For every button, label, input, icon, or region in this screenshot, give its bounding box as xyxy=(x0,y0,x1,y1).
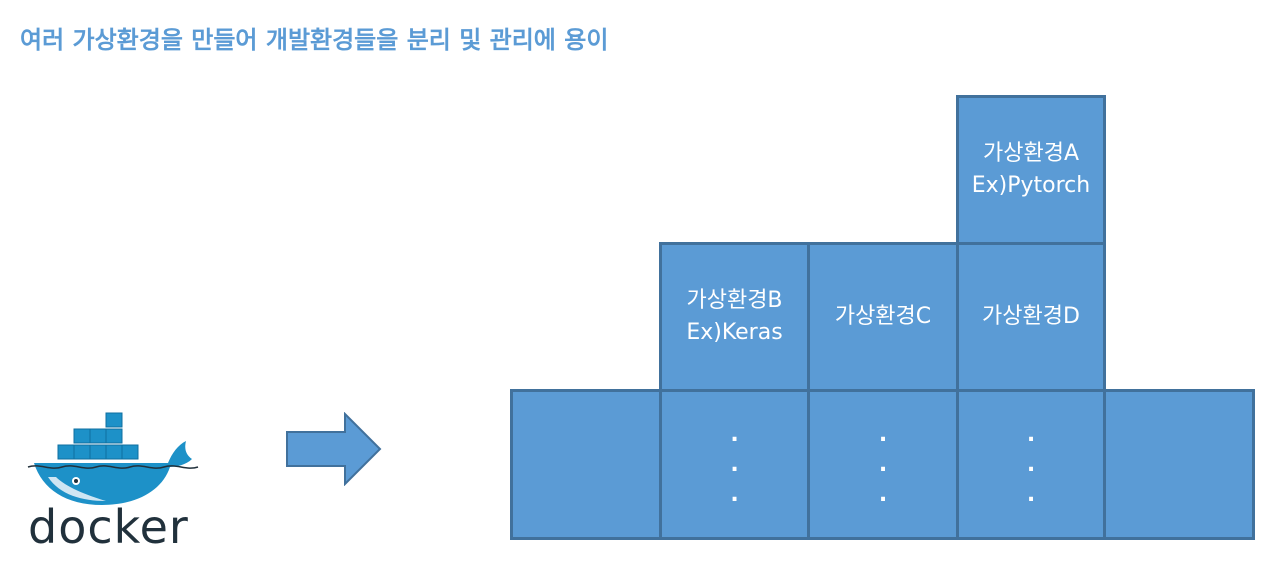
ellipsis-dot: . xyxy=(730,481,739,507)
container-c-name: 가상환경C xyxy=(834,304,932,329)
ellipsis-dot: . xyxy=(1026,421,1036,447)
docker-logo: docker xyxy=(26,405,201,555)
ellipsis-dot: . xyxy=(878,421,888,447)
container-b-name: 가상환경B xyxy=(686,288,783,313)
ellipsis-dot: . xyxy=(1026,481,1036,507)
base-cell-4: . . . xyxy=(956,389,1106,540)
container-d-name: 가상환경D xyxy=(982,304,1080,329)
base-cell-3: . . . xyxy=(807,389,959,540)
container-b: 가상환경B Ex)Keras xyxy=(659,242,810,392)
ellipsis-dot: . xyxy=(878,451,888,477)
container-a-example: Ex)Pytorch xyxy=(971,173,1091,198)
base-cell-5 xyxy=(1103,389,1255,540)
container-b-example: Ex)Keras xyxy=(686,320,783,345)
container-a: 가상환경A Ex)Pytorch xyxy=(956,95,1106,245)
ellipsis-dot: . xyxy=(1026,451,1036,477)
ellipsis-dot: . xyxy=(878,481,888,507)
ellipsis-dot: . xyxy=(730,421,739,447)
base-cell-1 xyxy=(510,389,662,540)
container-a-name: 가상환경A xyxy=(982,141,1079,166)
right-arrow-icon xyxy=(286,412,382,486)
ellipsis-dot: . xyxy=(730,451,739,477)
docker-logo-text: docker xyxy=(28,500,189,554)
container-d: 가상환경D xyxy=(956,242,1106,392)
base-cell-2: . . . xyxy=(659,389,810,540)
docker-whale-icon xyxy=(27,412,199,505)
container-c: 가상환경C xyxy=(807,242,959,392)
page-title: 여러 가상환경을 만들어 개발환경들을 분리 및 관리에 용이 xyxy=(20,26,609,54)
